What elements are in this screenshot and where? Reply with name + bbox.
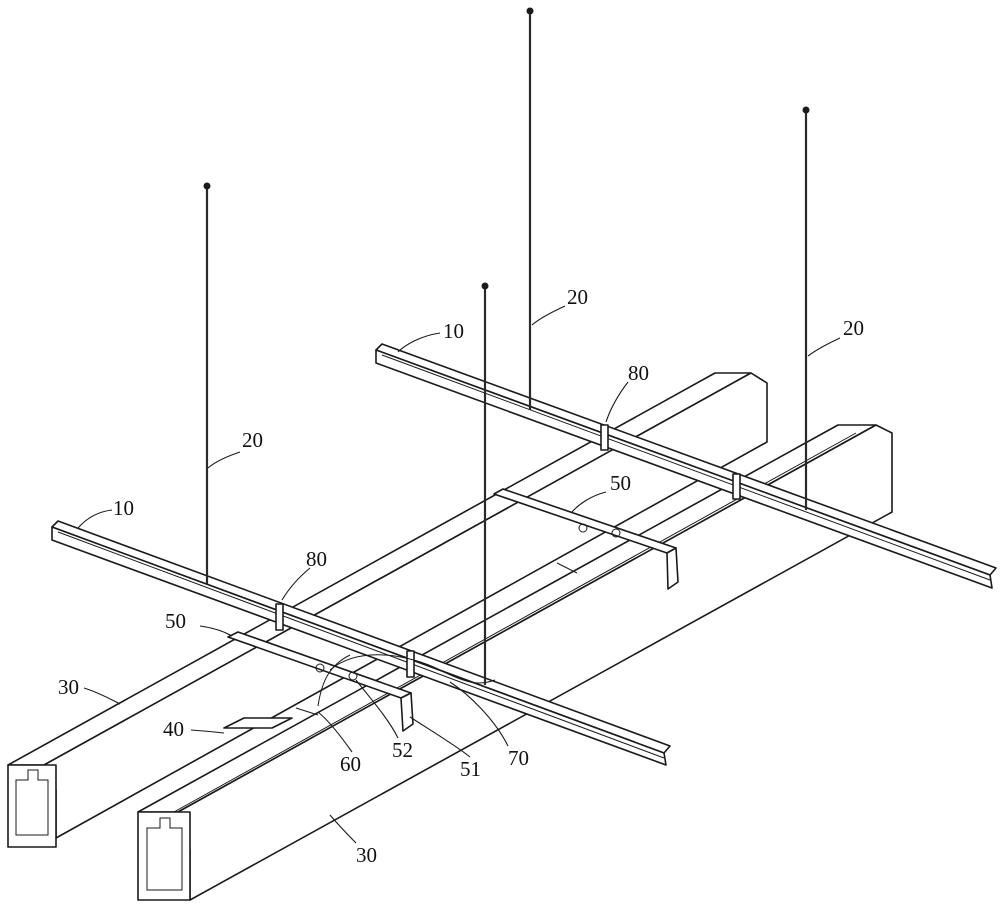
joint-80-back-1 — [600, 424, 609, 451]
rod-4-nut — [481, 282, 489, 290]
rod-2-nut — [526, 7, 534, 15]
bolt-60-shaft — [317, 654, 351, 707]
channel-front-lip — [57, 531, 665, 759]
label-51: 51 — [460, 757, 481, 781]
leader-10-front — [77, 509, 113, 529]
connector-plate-shape — [223, 717, 293, 729]
leader-51 — [409, 716, 471, 758]
label-30-right: 30 — [356, 843, 377, 867]
leader-80-back — [605, 381, 629, 423]
clamp-front-bolt-2 — [348, 671, 358, 681]
label-10-front: 10 — [113, 496, 134, 520]
leader-50-back — [571, 491, 607, 513]
label-80-front: 80 — [306, 547, 327, 571]
leader-40 — [190, 729, 225, 734]
leader-10-back — [397, 332, 441, 353]
leader-50-front — [199, 625, 233, 637]
leader-20-left — [207, 451, 241, 469]
label-30-left: 30 — [58, 675, 79, 699]
leader-30-left — [83, 687, 121, 705]
joint-80-back-2 — [732, 473, 741, 500]
clamp-back-bolt-1 — [578, 523, 588, 533]
clamp-back — [493, 488, 679, 590]
label-60: 60 — [340, 752, 361, 776]
leader-lines — [77, 305, 841, 844]
rod-1-nut — [203, 182, 211, 190]
clamp-back-drop — [666, 547, 679, 590]
label-40: 40 — [163, 717, 184, 741]
label-52: 52 — [392, 738, 413, 762]
connector-plate — [223, 717, 293, 729]
label-20-left: 20 — [242, 428, 263, 452]
leader-70 — [449, 681, 509, 747]
rod-3-nut — [802, 106, 810, 114]
clamp-back-hook — [556, 562, 578, 574]
label-20-right: 20 — [843, 316, 864, 340]
clamp-back-bolt-2 — [611, 528, 621, 538]
beam-left — [7, 372, 768, 848]
label-50-front: 50 — [165, 609, 186, 633]
joint-80-front-1 — [275, 603, 284, 631]
leader-30-right — [329, 814, 357, 844]
clamp-front-drop — [400, 692, 414, 732]
clamp-front-hook — [295, 707, 319, 716]
label-50-back: 50 — [610, 471, 631, 495]
joint-80-front-2 — [406, 650, 415, 678]
leader-80-front — [281, 567, 311, 601]
label-20-mid: 20 — [567, 285, 588, 309]
reference-labels: 10 10 20 20 20 80 80 50 50 30 30 40 60 5… — [58, 285, 864, 867]
clamp-front-bolt-1 — [315, 663, 325, 673]
wire-70 — [329, 654, 496, 684]
channel-back-lip — [381, 354, 991, 581]
label-10-back: 10 — [443, 319, 464, 343]
beam-left-end-opening — [15, 769, 49, 836]
leader-20-mid — [531, 305, 566, 326]
label-80-back: 80 — [628, 361, 649, 385]
label-70: 70 — [508, 746, 529, 770]
beam-right-end-opening — [146, 817, 183, 891]
clamp-front — [227, 631, 414, 732]
leader-60 — [317, 711, 353, 753]
leader-20-right — [807, 337, 841, 357]
leader-52 — [355, 679, 399, 739]
hanger-rods — [203, 7, 810, 685]
